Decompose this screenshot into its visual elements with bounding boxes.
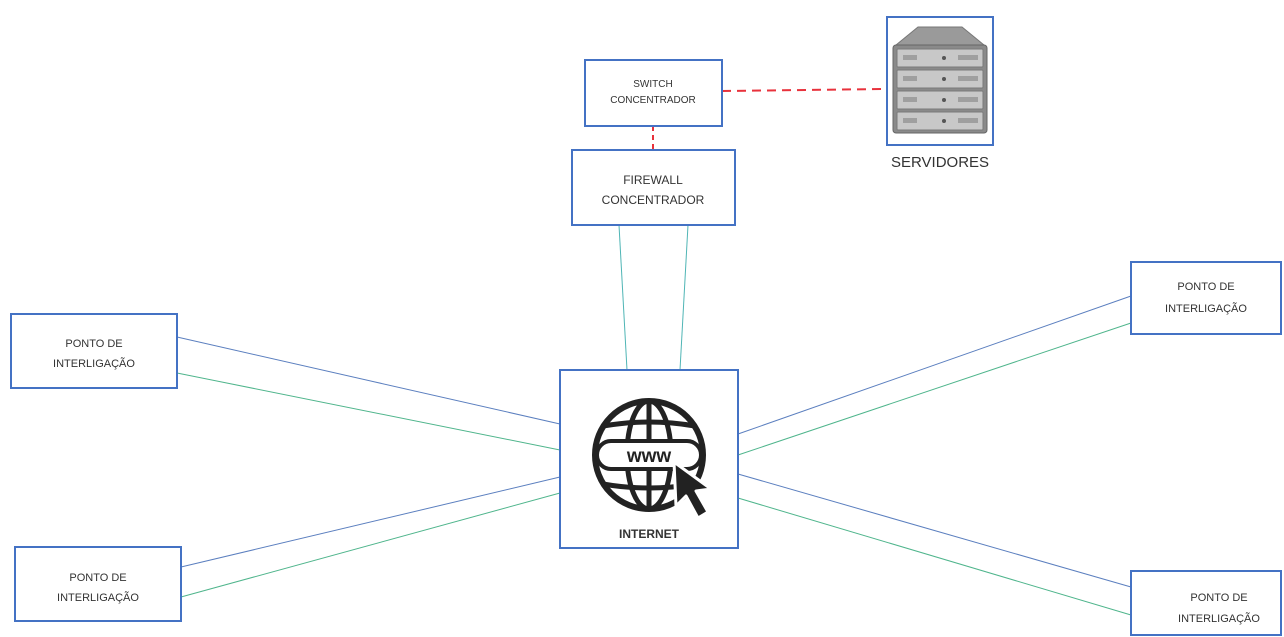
servers-node: SERVIDORES [886,16,994,171]
point-right-bottom-line2: INTERLIGAÇÃO [1178,612,1260,625]
point-left-top-line1: PONTO DE [65,338,122,350]
point-right-bottom-line1: PONTO DE [1190,592,1247,604]
link-left-bottom-blue [180,476,561,568]
firewall-node: FIREWALL CONCENTRADOR [571,149,736,226]
link-right-top-green [737,322,1132,456]
firewall-label-line1: FIREWALL [623,173,683,187]
link-firewall-internet-1 [618,224,628,371]
point-left-bottom-node: PONTO DE INTERLIGAÇÃO [14,546,182,622]
point-right-bottom-node: PONTO DE INTERLIGAÇÃO [1130,570,1282,636]
point-left-top-node: PONTO DE INTERLIGAÇÃO [10,313,178,389]
firewall-label-line2: CONCENTRADOR [602,193,705,207]
point-left-bottom-line1: PONTO DE [69,572,126,584]
server-rack-icon [892,26,988,134]
link-switch-servers [721,88,886,92]
link-right-top-blue [737,295,1132,435]
link-left-top-blue [176,336,561,425]
link-left-top-green [176,372,561,451]
link-right-bottom-blue [737,473,1132,588]
www-text: www [626,446,672,467]
switch-node: SWITCH CONCENTRADOR [584,59,723,127]
point-left-top-line2: INTERLIGAÇÃO [53,357,135,370]
internet-node: www INTERNET [559,369,739,549]
point-left-bottom-line2: INTERLIGAÇÃO [57,591,139,604]
servers-label: SERVIDORES [891,154,989,171]
internet-label: INTERNET [619,527,680,541]
connections [176,88,1132,616]
link-firewall-internet-2 [679,224,689,371]
cursor-arrow-icon [672,460,713,520]
point-right-top-node: PONTO DE INTERLIGAÇÃO [1130,261,1282,335]
point-right-top-line1: PONTO DE [1177,281,1234,293]
switch-label-line2: CONCENTRADOR [610,95,696,106]
switch-label-line1: SWITCH [633,79,672,90]
link-right-bottom-green [737,497,1132,616]
link-left-bottom-green [180,492,561,598]
point-right-top-line2: INTERLIGAÇÃO [1165,302,1247,315]
